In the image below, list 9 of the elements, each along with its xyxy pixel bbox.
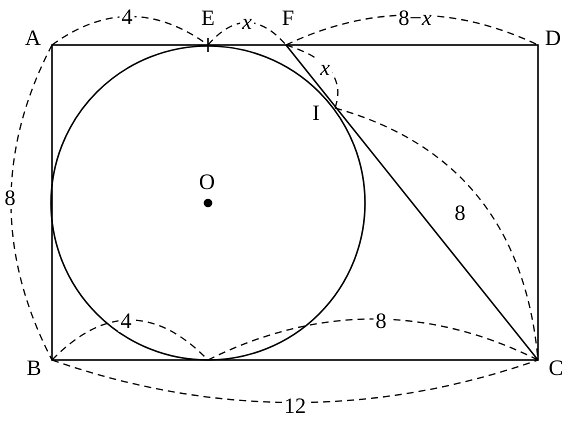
point-label: C xyxy=(548,357,564,379)
dimension-label: 8 xyxy=(2,187,18,209)
point-label: O xyxy=(198,171,216,193)
point-label: I xyxy=(311,102,321,124)
point-label: E xyxy=(200,7,216,29)
point-label: F xyxy=(280,7,296,29)
point-label: A xyxy=(24,27,42,49)
point-label: D xyxy=(544,27,562,49)
point-label: B xyxy=(26,357,42,379)
